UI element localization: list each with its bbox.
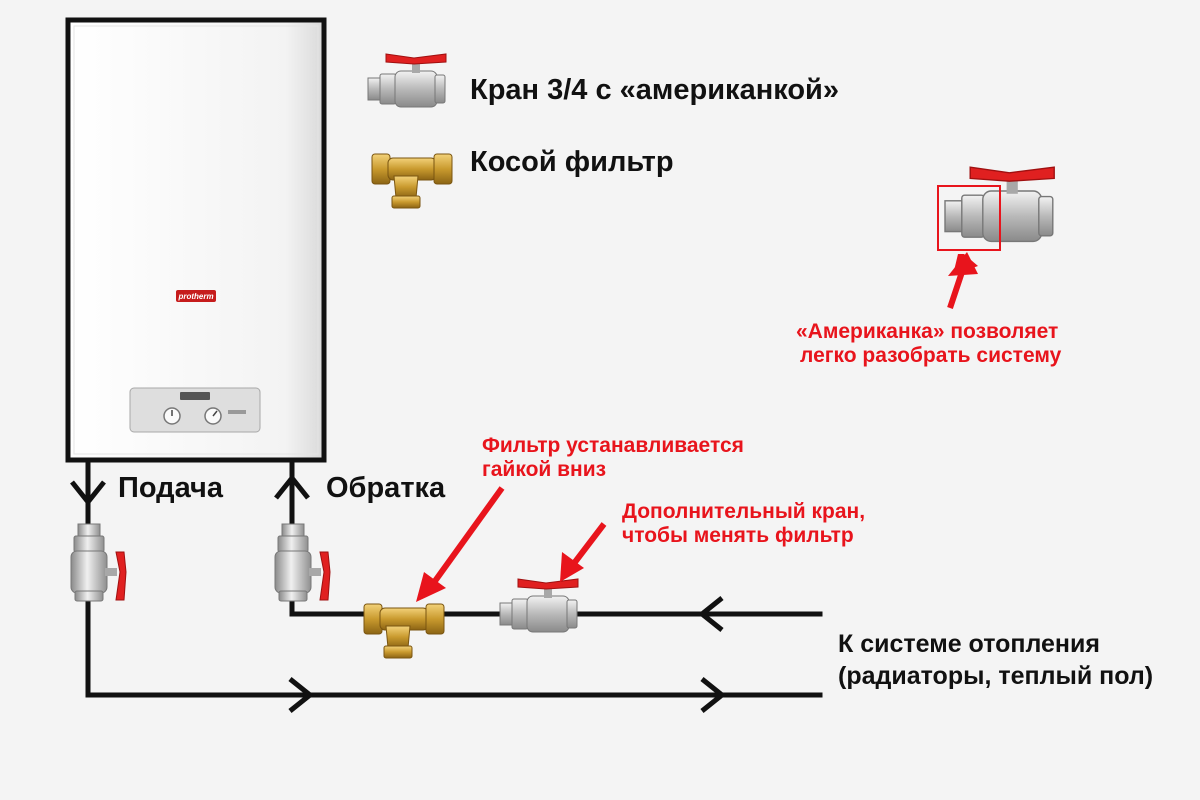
return-label: Обратка [326,472,446,504]
american-coupling-example [937,166,1055,251]
extra-valve-arrow-icon [560,552,584,582]
heating-system-label: К системе отопления (радиаторы, теплый п… [838,628,1153,692]
american-callout: «Американка» позволяет легко разобрать с… [796,320,1061,368]
american-callout-line1: «Американка» позволяет [796,320,1059,343]
legend-y-strainer-icon [371,153,453,209]
filter-callout: Фильтр устанавливается гайкой вниз [482,434,744,482]
filter-callout-line2: гайкой вниз [482,458,607,481]
return-up-arrow-icon [274,473,310,500]
heating-system-line2: (радиаторы, теплый пол) [838,662,1154,690]
extra-valve-callout-line2: чтобы менять фильтр [622,524,854,547]
callout-arrows [416,252,978,602]
american-callout-line2: легко разобрать систему [800,344,1062,367]
extra-valve-callout: Дополнительный кран, чтобы менять фильтр [622,500,865,548]
return-left-arrow-icon [697,596,724,632]
legend-ball-valve-icon [367,53,447,108]
boiler-control-panel [129,387,261,433]
heating-system-line1: К системе отопления [838,630,1100,658]
flow-arrows [70,473,727,713]
supply-down-arrow-icon [70,480,106,507]
boiler: protherm [65,17,327,463]
filter-arrow-icon [416,572,446,602]
extra-ball-valve-icon [499,578,579,633]
supply-ball-valve-icon [70,523,127,602]
supply-right-arrow-icon [288,677,315,713]
filter-callout-line1: Фильтр устанавливается [482,434,744,457]
supply-right-arrow-icon [700,677,727,713]
y-strainer-icon [363,603,445,659]
legend-valve-label: Кран 3/4 с «американкой» [470,74,840,106]
svg-text:protherm: protherm [177,292,213,301]
extra-valve-callout-line1: Дополнительный кран, [622,500,866,523]
legend-filter-label: Косой фильтр [470,146,674,178]
return-ball-valve-icon [274,523,331,602]
boiler-logo: protherm [176,290,216,302]
supply-label: Подача [118,472,223,504]
american-highlight-box [937,185,1001,251]
